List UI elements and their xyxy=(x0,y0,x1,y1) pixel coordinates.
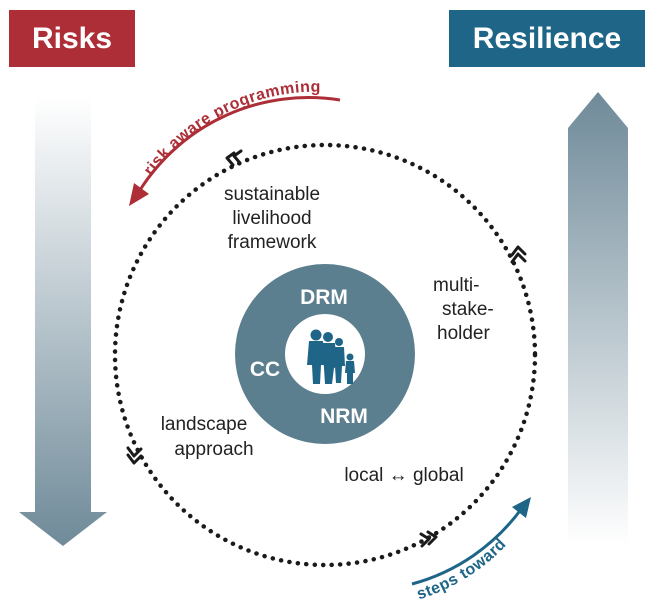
label-sustainable: sustainable xyxy=(224,184,320,205)
risks-badge: Risks xyxy=(9,10,135,67)
core-label-nrm: NRM xyxy=(320,405,368,428)
chevron-left-icon xyxy=(225,149,243,167)
cycle-dotted-ring xyxy=(112,142,538,568)
risk-aware-arrow xyxy=(138,96,341,191)
family-icon xyxy=(307,329,355,384)
resilience-badge: Resilience xyxy=(449,10,645,67)
label-approach: approach xyxy=(174,439,253,460)
label-multi: multi- xyxy=(433,275,479,296)
blue-arrowhead-icon xyxy=(512,497,531,518)
label-livelihood: livelihood xyxy=(232,208,311,229)
steps-toward-arrow xyxy=(411,507,524,586)
core-label-drm: DRM xyxy=(300,286,348,309)
core-label-cc: CC xyxy=(250,358,280,381)
chevron-down-icon xyxy=(126,446,143,465)
label-framework: framework xyxy=(228,232,317,253)
label-landscape: landscape xyxy=(161,414,248,435)
chevron-right-icon xyxy=(419,530,438,548)
label-holder: holder xyxy=(437,323,490,344)
arrow-down-icon xyxy=(19,97,107,546)
arrow-up-icon xyxy=(568,92,628,545)
label-local-global: local ↔ global xyxy=(344,465,463,486)
chevron-up-icon xyxy=(510,245,527,264)
label-stake: stake- xyxy=(442,299,494,320)
steps-toward-label: steps toward xyxy=(415,536,510,604)
red-arrowhead-icon xyxy=(129,183,149,206)
